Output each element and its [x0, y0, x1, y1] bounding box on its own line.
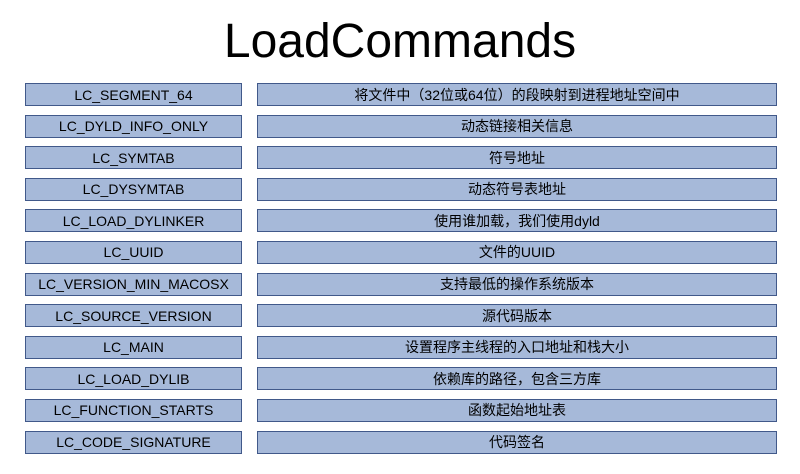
table-row: LC_SYMTAB 符号地址 [25, 146, 777, 170]
command-description: 符号地址 [257, 146, 777, 170]
command-description: 将文件中（32位或64位）的段映射到进程地址空间中 [257, 83, 777, 106]
table-row: LC_SOURCE_VERSION 源代码版本 [25, 304, 777, 328]
command-name: LC_DYLD_INFO_ONLY [25, 114, 242, 138]
table-row: LC_FUNCTION_STARTS 函数起始地址表 [25, 398, 777, 422]
load-commands-table: LC_SEGMENT_64 将文件中（32位或64位）的段映射到进程地址空间中 … [25, 83, 777, 462]
command-description: 源代码版本 [257, 304, 777, 328]
command-name: LC_SOURCE_VERSION [25, 304, 242, 328]
command-name: LC_SYMTAB [25, 146, 242, 170]
command-description: 文件的UUID [257, 240, 777, 264]
command-description: 依赖库的路径，包含三方库 [257, 367, 777, 391]
command-name: LC_LOAD_DYLIB [25, 367, 242, 391]
command-description: 动态链接相关信息 [257, 114, 777, 138]
table-row: LC_LOAD_DYLINKER 使用谁加载，我们使用dyld [25, 209, 777, 233]
command-name: LC_LOAD_DYLINKER [25, 209, 242, 233]
command-name: LC_FUNCTION_STARTS [25, 398, 242, 422]
command-description: 使用谁加载，我们使用dyld [257, 209, 777, 233]
page-title: LoadCommands [223, 15, 577, 68]
table-row: LC_SEGMENT_64 将文件中（32位或64位）的段映射到进程地址空间中 [25, 83, 777, 106]
command-description: 函数起始地址表 [257, 398, 777, 422]
command-name: LC_CODE_SIGNATURE [25, 430, 242, 454]
command-description: 动态符号表地址 [257, 177, 777, 201]
command-description: 代码签名 [257, 430, 777, 454]
table-row: LC_DYSYMTAB 动态符号表地址 [25, 177, 777, 201]
table-row: LC_DYLD_INFO_ONLY 动态链接相关信息 [25, 114, 777, 138]
command-name: LC_MAIN [25, 335, 242, 359]
command-name: LC_SEGMENT_64 [25, 83, 242, 106]
table-row: LC_LOAD_DYLIB 依赖库的路径，包含三方库 [25, 367, 777, 391]
command-description: 设置程序主线程的入口地址和栈大小 [257, 335, 777, 359]
table-row: LC_UUID 文件的UUID [25, 240, 777, 264]
command-description: 支持最低的操作系统版本 [257, 272, 777, 296]
command-name: LC_VERSION_MIN_MACOSX [25, 272, 242, 296]
command-name: LC_DYSYMTAB [25, 177, 242, 201]
table-row: LC_VERSION_MIN_MACOSX 支持最低的操作系统版本 [25, 272, 777, 296]
table-row: LC_CODE_SIGNATURE 代码签名 [25, 430, 777, 454]
command-name: LC_UUID [25, 240, 242, 264]
table-row: LC_MAIN 设置程序主线程的入口地址和栈大小 [25, 335, 777, 359]
